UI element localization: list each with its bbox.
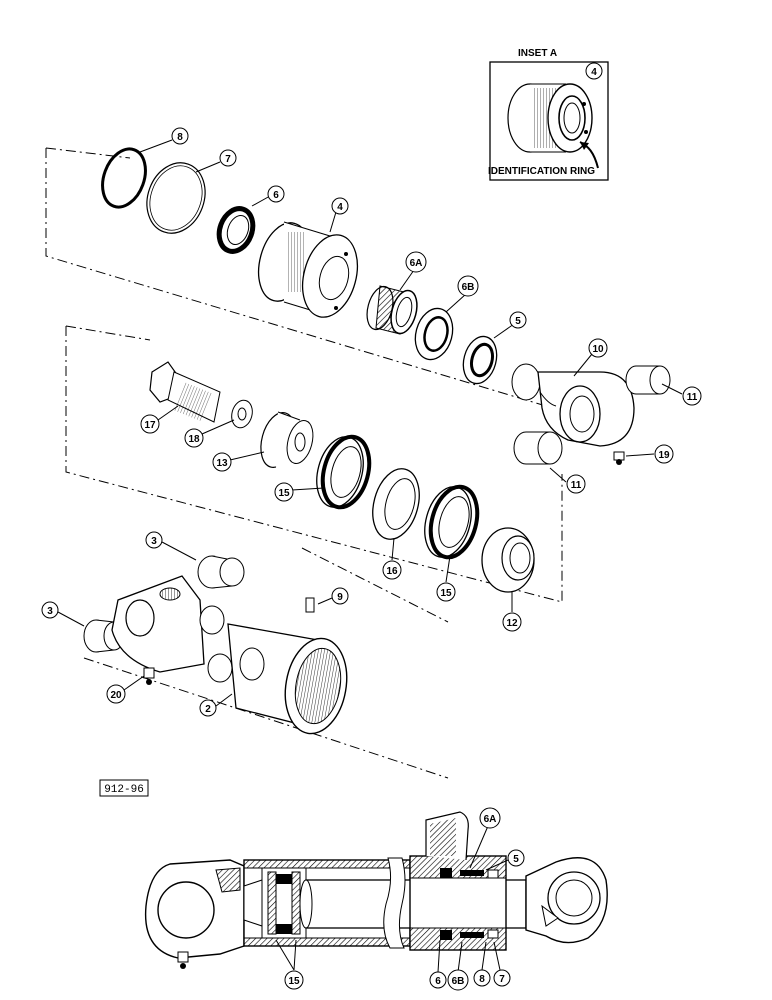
callout-19: 19 [654,444,674,464]
bushing-11-right [625,365,671,395]
screw-9 [305,597,315,613]
svg-text:15: 15 [288,976,300,987]
callout-3-lower: 3 [41,601,59,619]
svg-text:16: 16 [386,566,398,577]
callout-7-bottom: 7 [493,969,511,987]
svg-text:6: 6 [273,190,279,201]
callout-15-lower: 15 [436,582,456,602]
svg-text:7: 7 [499,974,505,985]
callout-10: 10 [588,338,608,358]
callout-6b-top: 6B [457,275,479,297]
svg-text:17: 17 [144,420,156,431]
section-callouts [275,825,509,973]
svg-text:7: 7 [225,154,231,165]
svg-text:8: 8 [177,132,183,143]
svg-text:19: 19 [658,450,670,461]
svg-text:912-96: 912-96 [104,784,144,796]
callout-15-upper: 15 [274,482,294,502]
svg-text:15: 15 [278,488,290,499]
barrel-2 [111,575,348,735]
inset-frame [489,61,609,181]
callout-6a-bottom: 6A [479,807,501,829]
inset-title: INSET A [518,48,557,59]
svg-text:3: 3 [151,536,157,547]
inset-callout-circle [585,62,603,80]
svg-text:6B: 6B [452,976,465,987]
inset-callout: 4 [591,67,597,78]
seal-6 [216,206,256,254]
svg-text:18: 18 [188,434,200,445]
svg-text:6B: 6B [462,282,475,293]
rod-eye-10 [511,363,635,447]
callout-3-upper: 3 [145,531,163,549]
callout-8-bottom: 8 [473,969,491,987]
svg-text:10: 10 [592,344,604,355]
callout-5-bottom: 5 [507,849,525,867]
callout-17: 17 [140,414,160,434]
svg-text:13: 13 [216,458,228,469]
svg-text:11: 11 [687,392,698,403]
figure-number: 912-96 [99,779,149,797]
callout-4-top: 4 [331,197,349,215]
piston-seal-15-lower [424,484,480,560]
svg-text:6A: 6A [484,814,497,825]
svg-text:2: 2 [205,704,211,715]
callouts [57,139,683,707]
svg-text:15: 15 [440,588,452,599]
callout-9: 9 [331,587,349,605]
bushing-3-upper [197,555,245,589]
callout-13: 13 [212,452,232,472]
callout-16: 16 [382,560,402,580]
inset-a: INSET A 4 IDENTIFICATION RING [488,48,609,181]
svg-text:3: 3 [47,606,53,617]
svg-text:8: 8 [479,974,485,985]
svg-text:9: 9 [337,592,343,603]
callout-6-bottom: 6 [429,971,447,989]
svg-text:4: 4 [337,202,343,213]
spacer-12 [481,527,535,593]
callout-2: 2 [199,699,217,717]
callout-5-top: 5 [509,311,527,329]
svg-text:5: 5 [513,854,519,865]
callout-6a-top: 6A [405,251,427,273]
gland-4 [257,221,359,318]
wiper-6b [414,307,454,361]
grease-fitting-20 [143,667,155,685]
callout-15-bottom: 15 [284,970,304,990]
washer-18 [231,399,253,429]
callout-6-top: 6 [267,185,285,203]
svg-text:11: 11 [571,480,582,491]
inset-gland-drawing [507,83,593,153]
spacer-13 [260,411,314,468]
callout-12: 12 [502,612,522,632]
piston-16 [372,468,420,540]
backup-ring-7 [146,162,206,234]
svg-text:5: 5 [515,316,521,327]
identification-ring-label: IDENTIFICATION RING [488,166,595,177]
grease-fitting-19 [613,451,625,465]
callout-11-right: 11 [682,386,702,406]
svg-text:20: 20 [110,690,122,701]
o-ring-8 [101,147,147,209]
bushing-6a [366,285,418,335]
callout-6b-bottom: 6B [447,969,469,991]
callout-18: 18 [184,428,204,448]
callout-8-top: 8 [171,127,189,145]
callout-11-lower: 11 [566,474,586,494]
bolt-17 [149,361,221,423]
bushing-11-lower [513,431,563,465]
assembled-cylinder-section [144,811,608,969]
svg-text:12: 12 [506,618,518,629]
svg-text:6: 6 [435,976,441,987]
piston-seal-15-upper [316,434,372,510]
callout-7-top: 7 [219,149,237,167]
callout-20: 20 [106,684,126,704]
seal-5 [462,335,498,385]
svg-text:6A: 6A [410,258,423,269]
